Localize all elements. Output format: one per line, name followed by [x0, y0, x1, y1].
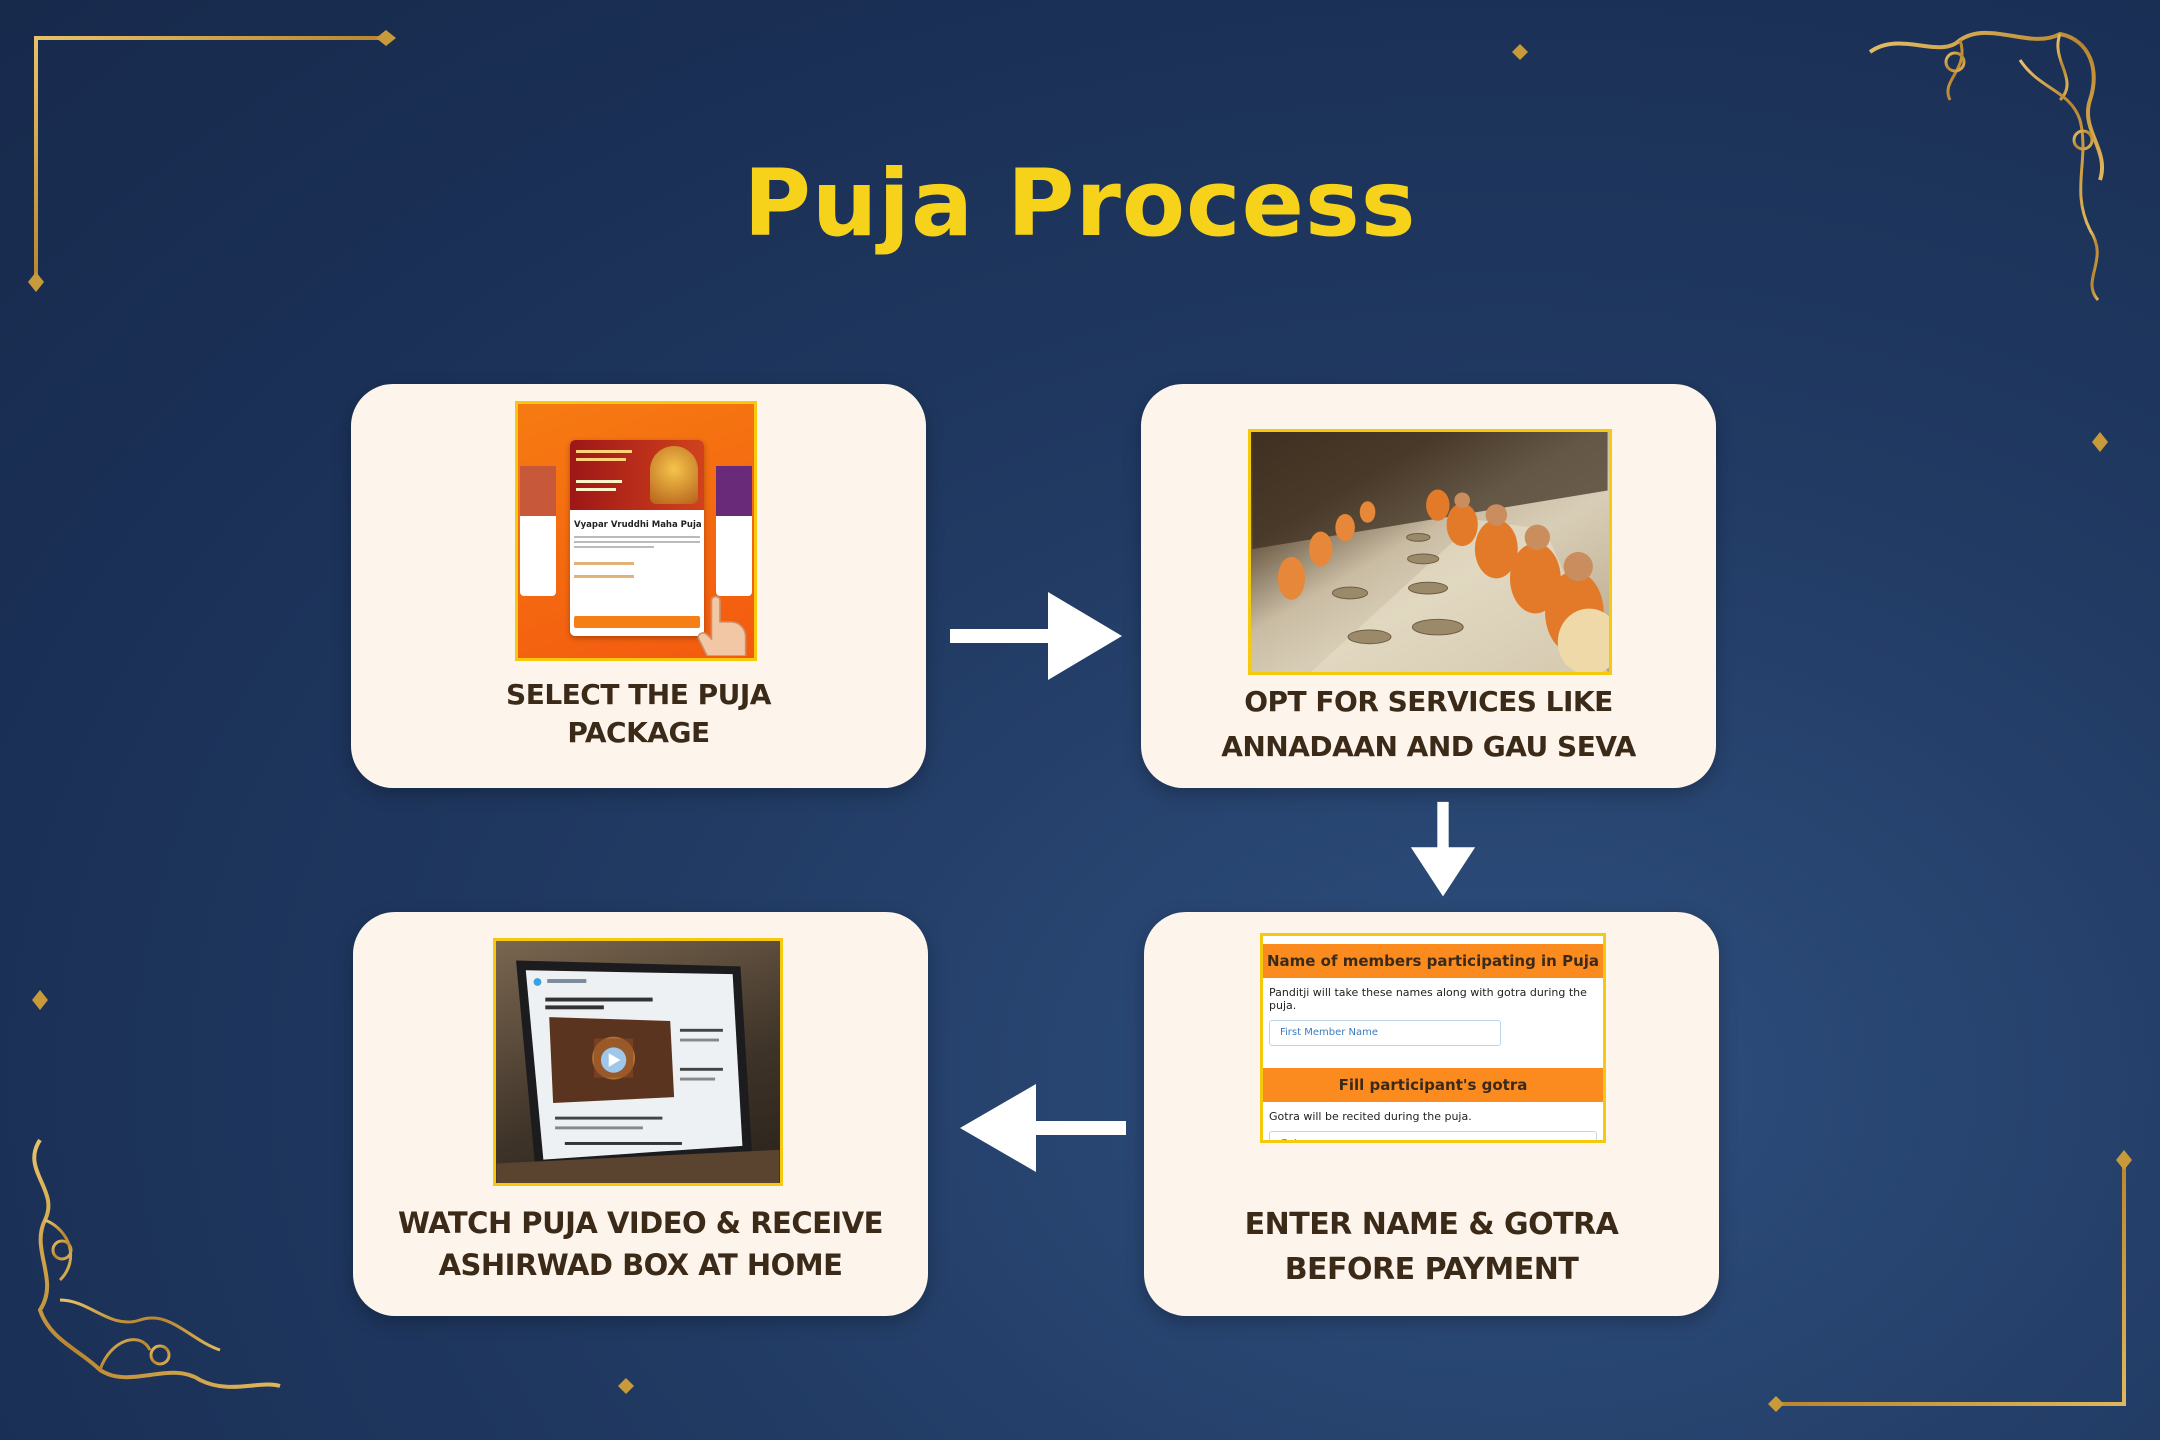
step-card-name-gotra: Name of members participating in Puja Pa…: [1144, 912, 1719, 1316]
caption-line: BEFORE PAYMENT: [1284, 1252, 1579, 1287]
annadaan-photo: [1248, 429, 1612, 675]
step-card-select-package: Vyapar Vruddhi Maha Puja SELECT THE PUJA…: [351, 384, 926, 788]
corner-ornament-icon: [32, 1000, 626, 1389]
form-header: Fill participant's gotra: [1263, 1068, 1603, 1102]
laptop-video-thumbnail: [493, 938, 783, 1186]
corner-ornament-icon: [1776, 1160, 2126, 1406]
step-caption: SELECT THE PUJA PACKAGE: [351, 676, 926, 752]
caption-line: WATCH PUJA VIDEO & RECEIVE: [398, 1206, 883, 1240]
step-caption: ENTER NAME & GOTRA BEFORE PAYMENT: [1144, 1202, 1719, 1292]
corner-ornament-icon: [34, 36, 386, 282]
arrow-down-icon: [1410, 801, 1476, 897]
caption-line: ANNADAAN AND GAU SEVA: [1221, 730, 1636, 763]
caption-line: OPT FOR SERVICES LIKE: [1244, 685, 1613, 718]
hand-pointer-icon: [697, 595, 747, 656]
arrow-left-icon: [960, 1084, 1126, 1172]
puja-card-preview: Vyapar Vruddhi Maha Puja: [570, 440, 704, 636]
step-card-services: OPT FOR SERVICES LIKE ANNADAAN AND GAU S…: [1141, 384, 1716, 788]
annadaan-scene: [1252, 432, 1609, 672]
gotra-input: Gotra: [1269, 1131, 1597, 1140]
puja-card-title: Vyapar Vruddhi Maha Puja: [574, 520, 702, 530]
caption-line: SELECT THE PUJA: [506, 678, 771, 711]
caption-line: ENTER NAME & GOTRA: [1244, 1207, 1619, 1242]
laptop-scene: [496, 960, 780, 1183]
step-caption: WATCH PUJA VIDEO & RECEIVE ASHIRWAD BOX …: [353, 1202, 928, 1286]
form-header: Name of members participating in Puja: [1263, 944, 1603, 978]
step-card-watch-video: WATCH PUJA VIDEO & RECEIVE ASHIRWAD BOX …: [353, 912, 928, 1316]
page-title: Puja Process: [743, 150, 1417, 257]
arrow-right-icon: [950, 592, 1122, 680]
corner-ornament-icon: [1520, 30, 2104, 440]
form-note: Panditji will take these names along wit…: [1269, 986, 1587, 1012]
first-member-name-input: First Member Name: [1269, 1020, 1501, 1046]
form-note: Gotra will be recited during the puja.: [1269, 1110, 1472, 1123]
caption-line: PACKAGE: [567, 716, 710, 749]
gotra-form-thumbnail: Name of members participating in Puja Pa…: [1260, 933, 1606, 1143]
step-caption: OPT FOR SERVICES LIKE ANNADAAN AND GAU S…: [1141, 679, 1716, 769]
caption-line: ASHIRWAD BOX AT HOME: [438, 1248, 843, 1282]
puja-package-thumbnail: Vyapar Vruddhi Maha Puja: [515, 401, 757, 661]
